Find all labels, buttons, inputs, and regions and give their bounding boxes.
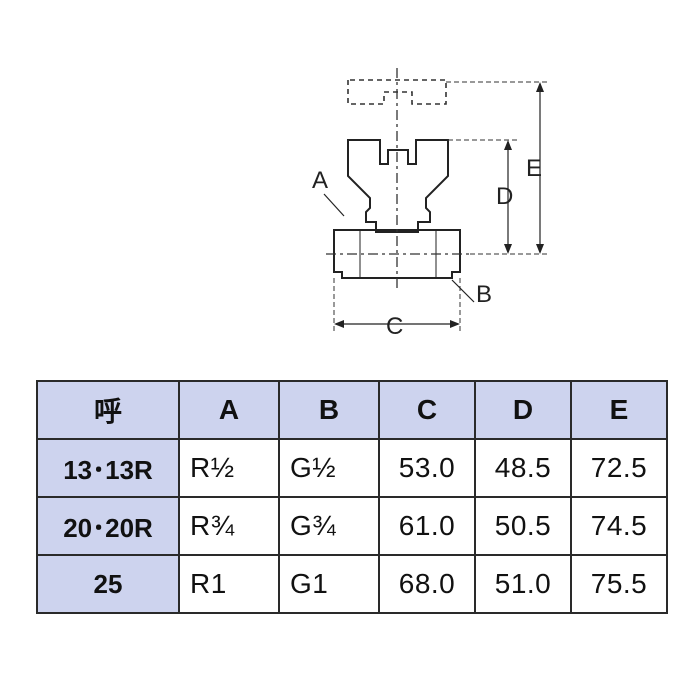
cell-b: G½ [278,438,380,498]
cell-c: 61.0 [378,496,476,556]
cell-c: 68.0 [378,554,476,614]
cell-d: 51.0 [474,554,572,614]
arrow [334,320,344,328]
cell-a: R1 [178,554,280,614]
table-row: 13･13R R½ G½ 53.0 48.5 72.5 [36,438,668,498]
label-b: B [476,281,492,308]
label-a: A [312,167,328,194]
label-c: C [386,313,403,340]
size-cell: 13･13R [36,438,180,498]
cell-e: 72.5 [570,438,668,498]
header-c: C [378,380,476,440]
header-a: A [178,380,280,440]
cell-d: 50.5 [474,496,572,556]
size-cell: 25 [36,554,180,614]
arrow [536,82,544,92]
table-header-row: 呼 A B C D E [36,380,668,440]
table-row: 25 R1 G1 68.0 51.0 75.5 [36,554,668,614]
cell-a: R¾ [178,496,280,556]
cell-c: 53.0 [378,438,476,498]
table-row: 20･20R R¾ G¾ 61.0 50.5 74.5 [36,496,668,556]
cell-e: 74.5 [570,496,668,556]
handle-outline [347,139,449,233]
arrow [504,140,512,150]
leader-line-a [323,193,345,217]
label-e: E [526,155,542,182]
label-d: D [496,183,513,210]
arrow [450,320,460,328]
size-cell: 20･20R [36,496,180,556]
header-size: 呼 [36,380,180,440]
cell-e: 75.5 [570,554,668,614]
valve-body-outline [333,229,461,279]
arrow [504,244,512,254]
handle-outline-dashed [347,79,447,105]
cell-a: R½ [178,438,280,498]
header-d: D [474,380,572,440]
cell-b: G1 [278,554,380,614]
header-b: B [278,380,380,440]
leader-line-b [451,279,475,303]
cell-b: G¾ [278,496,380,556]
valve-dimension-drawing: A B C D E [312,68,548,340]
dimension-table: 呼 A B C D E 13･13R R½ G½ 53.0 48.5 72.5 … [36,380,668,614]
cell-d: 48.5 [474,438,572,498]
header-e: E [570,380,668,440]
arrow [536,244,544,254]
